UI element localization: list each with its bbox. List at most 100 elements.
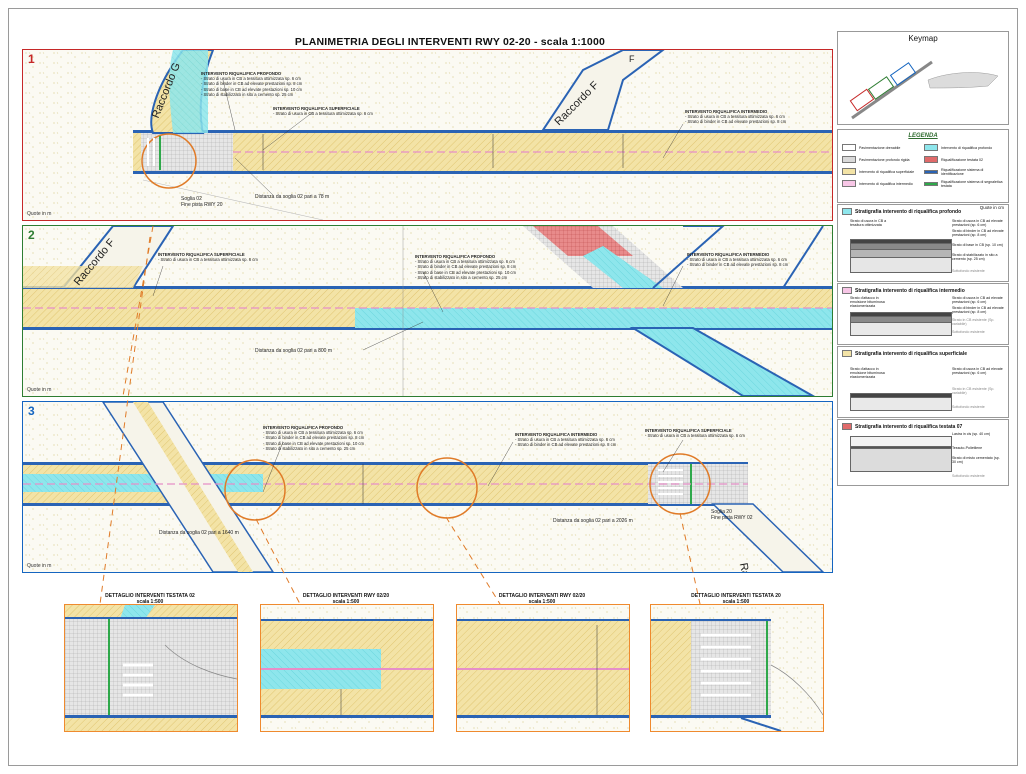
distanza-label: Distanza da soglia 02 pari a 2026 m [553,518,633,524]
detail-title-text: DETTAGLIO INTERVENTI RWY 02/20 [302,593,390,599]
note-line: - Strato di usura in CB a tessitura otti… [687,257,787,263]
note-line: - Strato di binder in CB ad elevate pres… [201,81,303,87]
panel-number: 2 [28,228,35,242]
legend-swatch [924,144,938,151]
stratigrafia-title: Stratigrafia intervento di riqualifica i… [842,287,965,294]
note-line: - Strato di usura in CB a tessitura otti… [201,76,301,82]
stratigrafia-title: Stratigrafia intervento di riqualifica p… [842,208,961,215]
note-line: - Strato di binder in CB ad elevate pres… [687,262,789,268]
legend-label: Riqualificazione sistema di identificazi… [941,168,984,176]
stratigrafia-title-text: Stratigrafia intervento di riqualifica s… [855,350,967,357]
fine-pista-label: Fine pista RWY 02 [711,515,753,521]
legend-label: Pavimentazione profondo rigida [859,157,910,162]
distanza-label: Distanza da soglia 02 pari a 78 m [255,194,330,200]
note-line: - Strato di base in CB ad elevate presta… [263,440,365,446]
quote-label: Quote in m [27,563,52,569]
legend-item: Riqualificazione sistema di segnaletica … [924,180,1004,188]
layer-label: Strato d'attacco in emulsione bituminosa… [850,367,885,379]
note-line: - Strato di usura in CB a tessitura otti… [415,259,515,265]
panel-number: 3 [28,404,35,418]
quote-label: Quote in m [27,387,52,393]
note-profondo: INTERVENTO RIQUALIFICA PROFONDO - Strato… [263,425,364,451]
note-profondo: INTERVENTO RIQUALIFICA PROFONDO - Strato… [201,71,302,97]
stratigrafia-swatch [842,350,852,357]
stratigrafia-title-text: Stratigrafia intervento di riqualifica i… [855,287,965,294]
note-line: - Strato di binder in CB ad elevate pres… [685,119,787,125]
stratigrafia-title: Stratigrafia intervento di riqualifica s… [842,350,967,357]
legend-swatch [924,156,938,163]
legend-swatch [924,182,938,186]
detail-testata-02 [64,604,238,732]
layer-label: Tessuto-Polietilene [952,446,983,450]
raccordo-f-letter: F [629,54,635,64]
layer-stabilizzato [850,257,952,273]
soglia-label: Soglia 02 [181,196,202,202]
note-line: - Strato di usura in CB a tessitura otti… [645,433,745,439]
note-line: - Strato di base in CB ad elevate presta… [415,269,517,275]
detail-scale: scala 1:500 [136,599,164,605]
detail-scale: scala 1:500 [722,599,750,605]
detail-testata-20 [650,604,824,732]
soglia-label: Soglia 20 [711,509,732,515]
layer-label: Strato di usura in CB ad elevate prestaz… [952,367,1003,375]
stratigrafia-superficiale: Stratigrafia intervento di riqualifica s… [837,346,1009,418]
note-line: - Strato di usura in CB a tessitura otti… [515,437,615,443]
layer-label: Strato d'attacco in emulsione bituminosa… [850,296,885,308]
note-title: INTERVENTO RIQUALIFICA PROFONDO [415,254,496,259]
note-superficiale: INTERVENTO RIQUALIFICA SUPERFICIALE - St… [645,428,745,438]
layer-label: Strato in CB esistente (Sp. variabile) [952,318,995,326]
layer-label: Sottofondo esistente [952,405,985,409]
detail-scale: scala 1:500 [528,599,556,605]
layer-esistente [850,322,952,336]
legend-item: Intervento di riqualifica profondo [924,144,1004,151]
layer-label: Strato di binder in CB ad elevate presta… [952,306,1004,314]
note-title: INTERVENTO RIQUALIFICA SUPERFICIALE [273,106,360,111]
legend-item: Pavimentazione profondo rigida [842,156,922,163]
drawing-sheet [8,8,1018,766]
panel-number: 1 [28,52,35,66]
stratigrafia-testata: Stratigrafia intervento di riqualifica t… [837,419,1009,486]
detail-drawing [261,605,433,731]
note-line: - Strato di binder in CB ad elevate pres… [415,264,517,270]
stratigrafia-title: Stratigrafia intervento di riqualifica t… [842,423,962,430]
note-line: - Strato di stabilizzato in sito a cemen… [201,91,294,97]
stratigrafia-swatch [842,208,852,215]
stratigrafia-title-text: Stratigrafia intervento di riqualifica p… [855,208,962,215]
detail-title-text: DETTAGLIO INTERVENTI TESTATA 20 [691,593,781,599]
quote-cm: Quote in cm [979,205,1004,210]
layer-label: Strato di usura in CB a tessitura ottimi… [850,219,887,227]
detail-drawing [651,605,823,731]
layer-misto [850,448,952,472]
keymap-title: Keymap [908,34,938,43]
note-line: - Strato di stabilizzato in sito a cemen… [263,445,356,451]
layer-label: Strato di base in CB (sp. 10 cm) [952,243,1003,247]
legend-swatch [842,168,856,175]
note-line: - Strato di usura in CB a tessitura otti… [158,257,258,263]
detail-rwy-1 [260,604,434,732]
panel-1-drawing [23,50,832,220]
layer-label: Strato di usura in CB ad elevate prestaz… [952,296,1003,304]
distanza-label: Distanza da soglia 02 pari a 1640 m [159,530,239,536]
detail-title-text: DETTAGLIO INTERVENTI RWY 02/20 [498,593,586,599]
drawing-title: PLANIMETRIA DEGLI INTERVENTI RWY 02-20 -… [294,36,606,48]
legend-label: Intervento di riqualifica intermedio [859,181,913,186]
note-title: INTERVENTO RIQUALIFICA INTERMEDIO [685,109,768,114]
panel-3-drawing [23,402,832,572]
legend-swatch [842,144,856,151]
keymap-panel: Keymap [837,31,1009,125]
plan-panel-3: 3 INTERVENTO RIQUALIFICA PROFONDO - Stra… [22,401,833,573]
note-title: INTERVENTO RIQUALIFICA SUPERFICIALE [645,428,732,433]
legend-item: Intervento di riqualifica superficiale [842,168,922,175]
legend-label: Intervento di riqualifica profondo [941,145,993,150]
note-title: INTERVENTO RIQUALIFICA INTERMEDIO [687,252,770,257]
note-superficiale: INTERVENTO RIQUALIFICA SUPERFICIALE - St… [273,106,373,116]
layer-label: Strato in CB esistente (Sp. variabile) [952,387,995,395]
detail-title-text: DETTAGLIO INTERVENTI TESTATA 02 [105,593,195,599]
distanza-label: Distanza da soglia 02 pari a 800 m [255,348,332,354]
layer-label: Strato di usura in CB ad elevate prestaz… [952,219,1003,227]
layer-label: Strato di stabilizzato in sito a cemento… [952,253,998,261]
legend-item: Riqualificazione sistema di identificazi… [924,168,1004,176]
legend-swatch [842,156,856,163]
